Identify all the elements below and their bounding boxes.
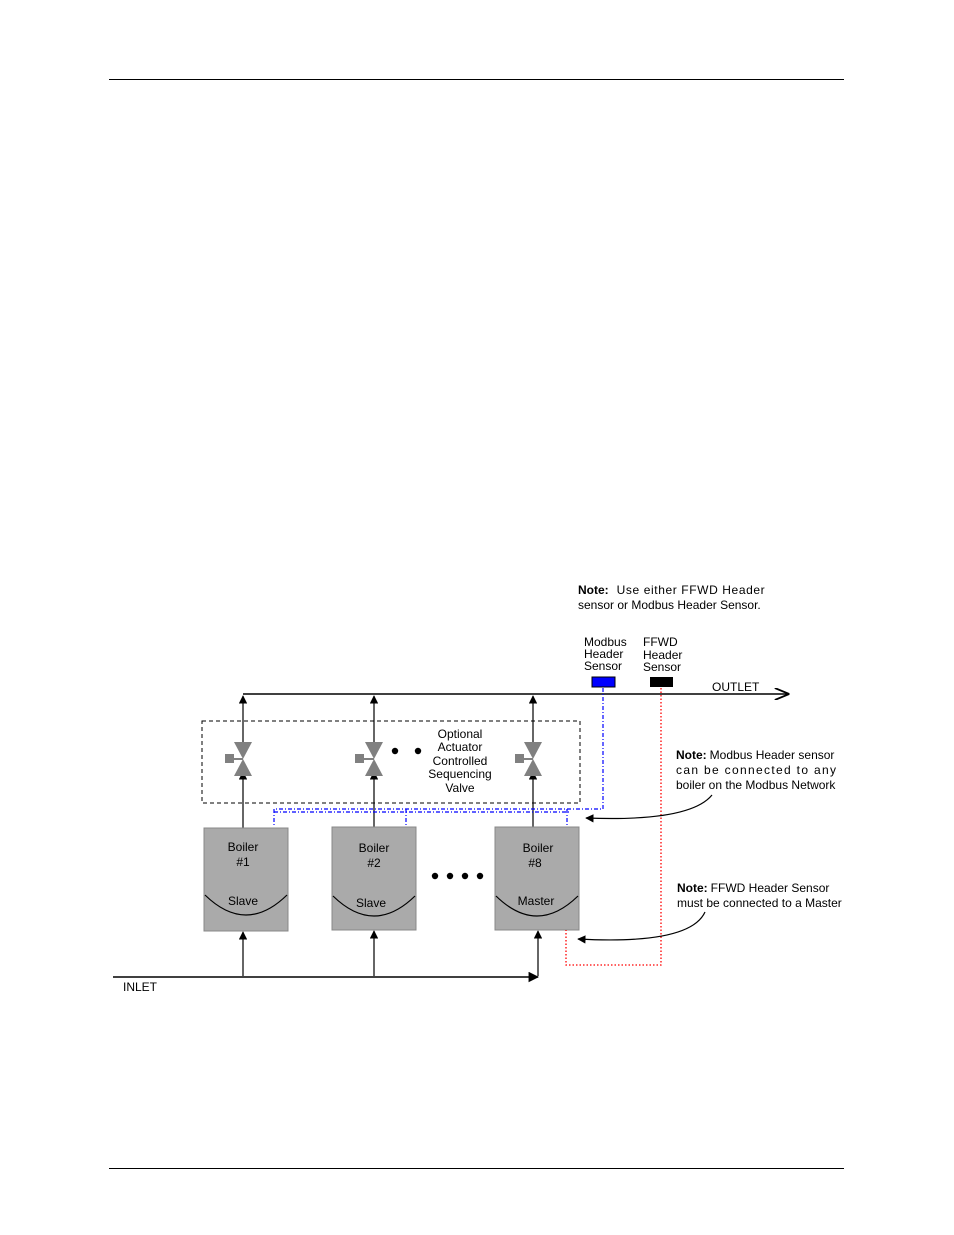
boiler-column-8: Boiler #8 Master <box>494 695 580 976</box>
valve-box <box>201 720 581 804</box>
boiler-8: Boiler #8 Master <box>494 826 580 931</box>
ffwd-sensor-wire <box>565 688 662 966</box>
note-line: must be connected to a Master <box>677 896 842 910</box>
sensor-label-line: FFWD <box>643 635 678 649</box>
boiler-name: Boiler <box>523 841 554 855</box>
boiler-name: Boiler <box>228 840 259 854</box>
sensor-label-line: Sensor <box>584 659 622 673</box>
valve-box-label-line: Actuator <box>438 740 483 754</box>
valve-box-label-line: Valve <box>445 781 474 795</box>
boiler-role: Slave <box>356 896 386 910</box>
boiler-role: Slave <box>228 894 258 908</box>
modbus-header-sensor <box>591 676 616 688</box>
sensor-label-line: Header <box>643 648 682 662</box>
boiler-name: Boiler <box>359 841 390 855</box>
outlet-label: OUTLET <box>712 680 760 694</box>
note-line: FFWD Header Sensor <box>711 881 830 895</box>
boiler-role: Master <box>518 894 555 908</box>
sequencing-valve-8 <box>515 742 542 776</box>
note-line: sensor or Modbus Header Sensor. <box>578 598 761 612</box>
note-ffwd-sensor: Note:FFWD Header Sensor must be connecte… <box>677 881 842 910</box>
ffwd-sensor-label: FFWD Header Sensor <box>643 635 682 674</box>
note-line: can be connected to any <box>676 763 836 777</box>
svg-text:Note:FFWD Header Sensor: Note:FFWD Header Sensor <box>677 881 829 895</box>
boiler-column-2: Boiler #2 Slave <box>331 695 417 976</box>
note-label: Note: <box>676 748 707 762</box>
sensor-label-line: Sensor <box>643 660 681 674</box>
note-modbus-sensor: Note:Modbus Header sensor can be connect… <box>676 748 836 792</box>
boiler-2: Boiler #2 Slave <box>331 826 417 931</box>
valve-box-label-line: Sequencing <box>428 767 491 781</box>
note-line: boiler on the Modbus Network <box>676 778 836 792</box>
ffwd-note-arrow <box>577 911 706 944</box>
note-line: Modbus Header sensor <box>710 748 835 762</box>
sensor-label-line: Header <box>584 647 623 661</box>
ellipsis-dot <box>414 747 422 755</box>
modbus-network-wire <box>273 688 604 827</box>
boiler-number: #8 <box>528 856 542 870</box>
valve-box-label-line: Optional <box>438 727 483 741</box>
boiler-number: #2 <box>367 856 381 870</box>
sensor-label-line: Modbus <box>584 635 627 649</box>
footer-rule <box>109 1168 844 1169</box>
ellipsis-dot <box>476 872 484 880</box>
ellipsis-dot <box>391 747 399 755</box>
modbus-sensor-label: Modbus Header Sensor <box>584 635 627 673</box>
ellipsis-dot <box>446 872 454 880</box>
boiler-1: Boiler #1 Slave <box>203 827 289 932</box>
valve-box-label-line: Controlled <box>433 754 488 768</box>
ellipsis-dot <box>461 872 469 880</box>
inlet-label: INLET <box>123 980 158 994</box>
sequencing-valve-2 <box>355 742 383 776</box>
boiler-column-1: Boiler #1 Slave <box>203 695 289 976</box>
valve-box-label: Optional Actuator Controlled Sequencing … <box>428 727 491 795</box>
svg-text:Note:Use either FFWD Header: Note: Use either FFWD Header <box>578 583 765 597</box>
note-use-either: Note: Use either FFWD Header sensor or Mo… <box>578 583 765 612</box>
boiler-number: #1 <box>236 855 250 869</box>
note-label: Note: <box>578 583 609 597</box>
header-rule <box>109 79 844 80</box>
note-label: Note: <box>677 881 708 895</box>
ellipsis-dot <box>431 872 439 880</box>
ffwd-header-sensor <box>650 677 673 687</box>
modbus-note-arrow <box>585 794 713 823</box>
svg-text:Note:Modbus Header sensor: Note:Modbus Header sensor <box>676 748 834 762</box>
note-line: Use either FFWD Header <box>617 583 765 597</box>
sequencing-valve-1 <box>225 742 252 776</box>
